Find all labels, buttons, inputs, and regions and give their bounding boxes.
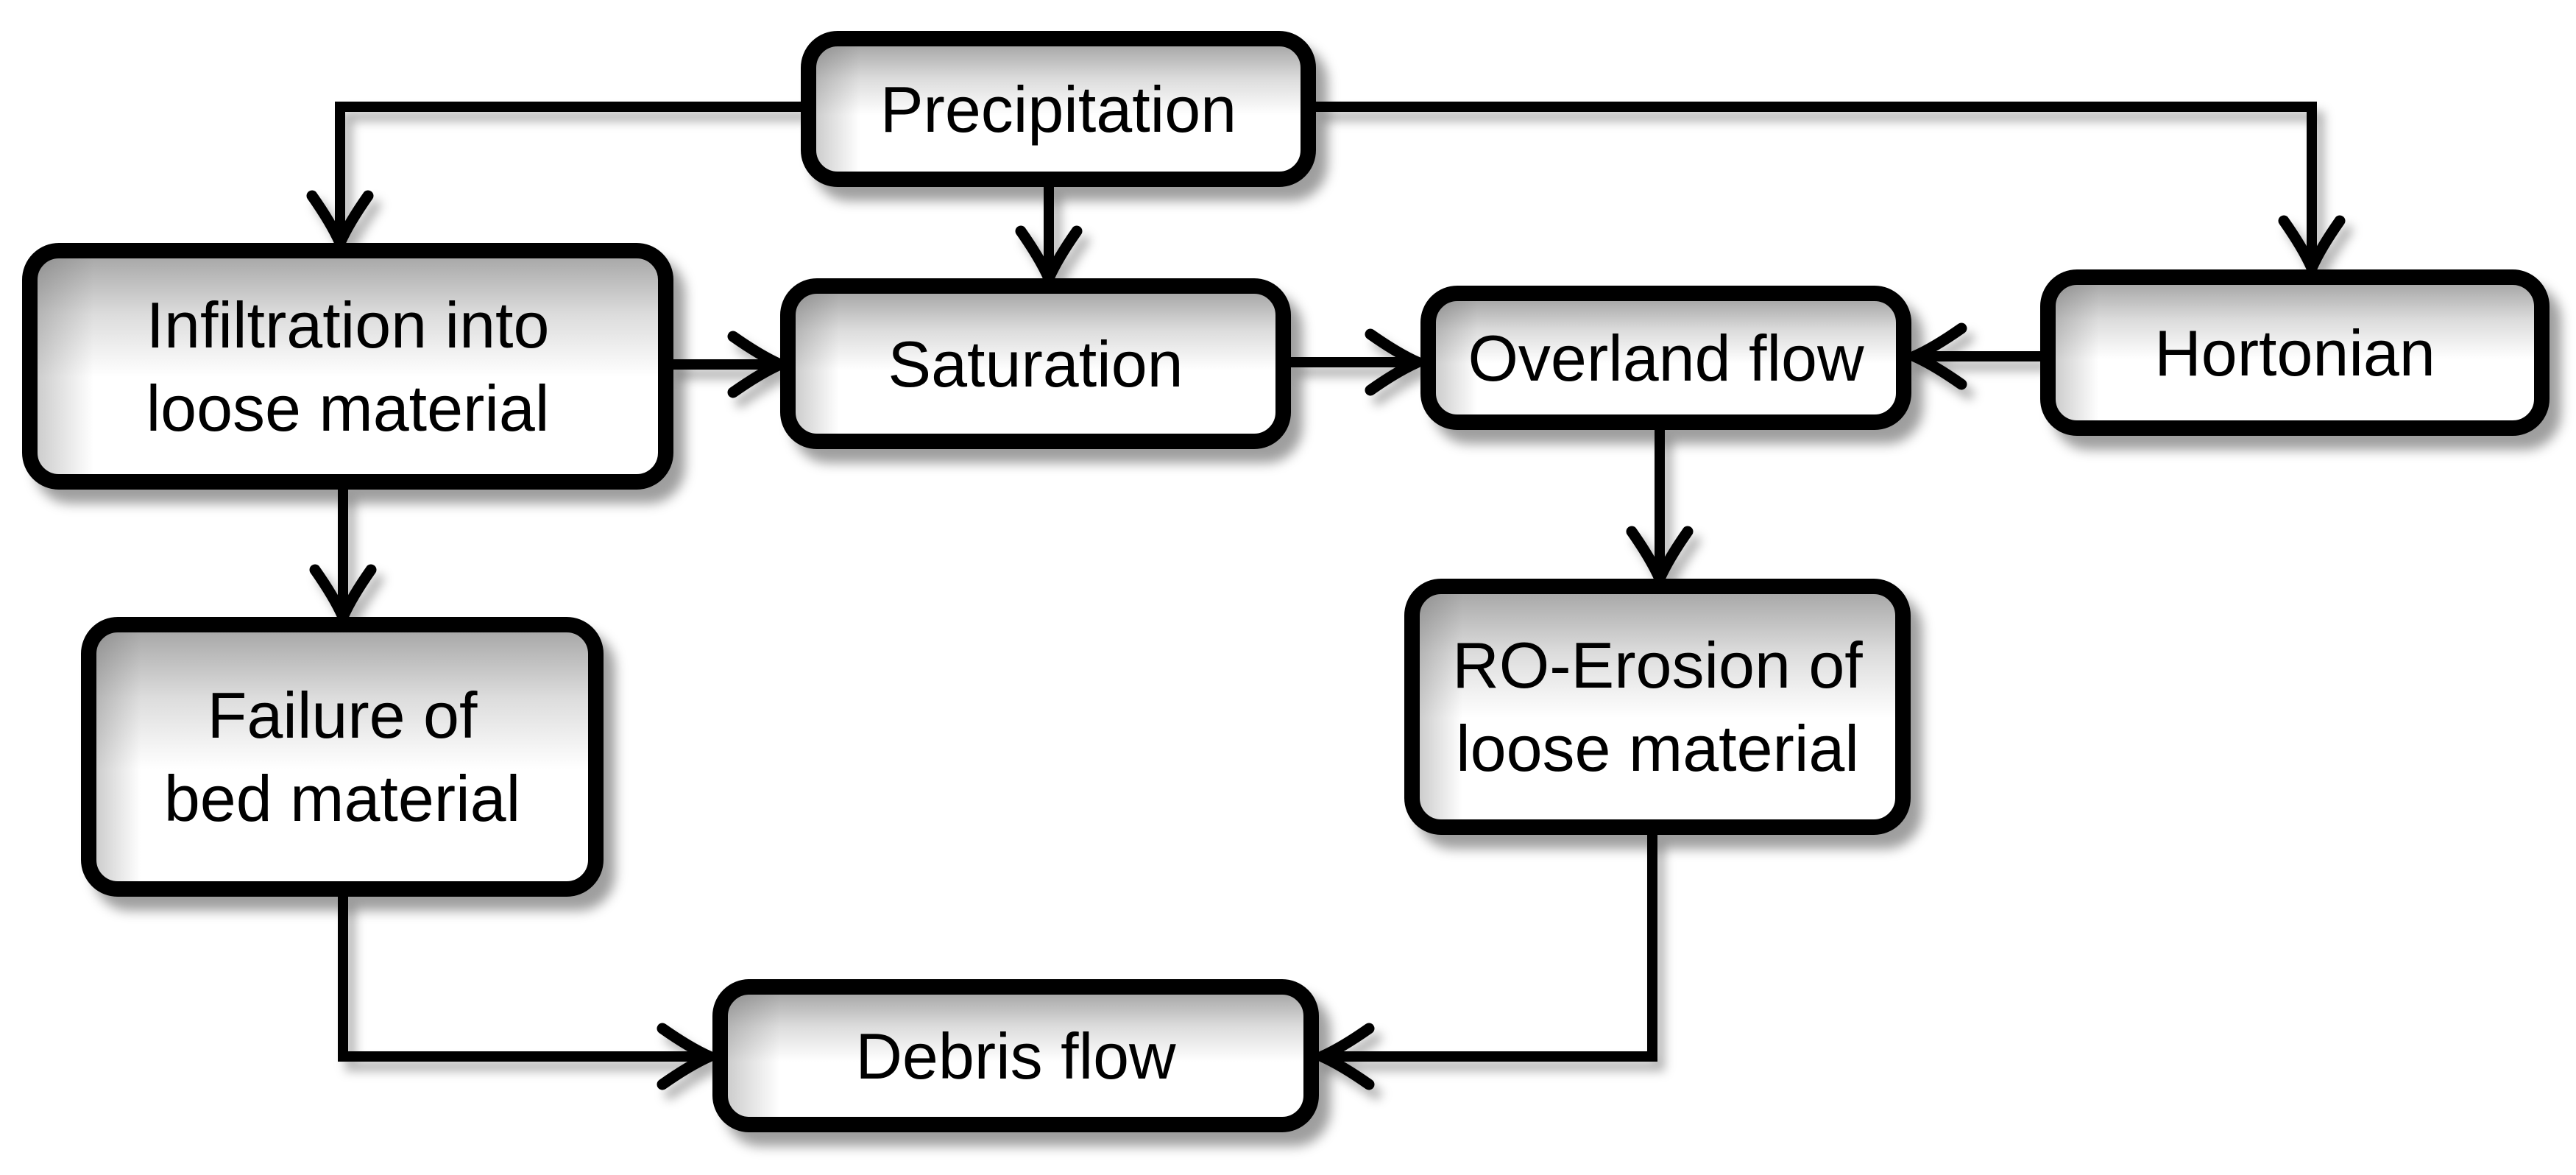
node-overland-flow-label: Overland flow	[1468, 321, 1864, 395]
node-infiltration: Infiltration into loose material	[22, 243, 673, 490]
node-ro-erosion-label: RO-Erosion of loose material	[1452, 629, 1863, 785]
edge-ro-erosion-debris	[1316, 835, 1657, 1090]
edge-precipitation-hortonian-line	[1316, 102, 2317, 262]
edge-precipitation-infiltration	[306, 102, 801, 249]
edge-failure-debris	[338, 897, 715, 1090]
edge-failure-debris-arrowhead-icon	[657, 1023, 715, 1090]
edge-hortonian-overland-arrowhead-icon	[1908, 322, 1967, 390]
node-saturation-label: Saturation	[888, 327, 1183, 401]
node-debris-flow-label: Debris flow	[855, 1019, 1176, 1093]
node-precipitation-label: Precipitation	[880, 72, 1237, 146]
edge-precipitation-hortonian-arrowhead-icon	[2278, 215, 2346, 274]
edge-saturation-overland	[1291, 328, 1423, 396]
node-hortonian: Hortonian	[2040, 269, 2550, 436]
edge-ro-erosion-debris-arrowhead-icon	[1316, 1023, 1375, 1090]
node-failure-of-bed-material-label: Failure of bed material	[163, 679, 521, 835]
node-ro-erosion: RO-Erosion of loose material	[1404, 579, 1911, 835]
edge-failure-debris-line	[338, 897, 704, 1062]
node-hortonian-label: Hortonian	[2154, 316, 2435, 389]
edge-ro-erosion-debris-line	[1328, 835, 1657, 1062]
edge-saturation-overland-arrowhead-icon	[1365, 328, 1423, 396]
node-saturation: Saturation	[780, 278, 1291, 449]
node-overland-flow: Overland flow	[1420, 286, 1911, 430]
edge-precipitation-saturation	[1015, 187, 1083, 284]
edge-hortonian-overland	[1908, 322, 2040, 390]
node-precipitation: Precipitation	[801, 31, 1316, 187]
edge-overland-ro-erosion	[1626, 430, 1694, 585]
edge-precipitation-hortonian	[1316, 102, 2346, 274]
node-debris-flow: Debris flow	[712, 979, 1319, 1132]
edge-precipitation-infiltration-line	[335, 102, 801, 237]
edge-infiltration-saturation	[671, 331, 786, 398]
edge-infiltration-failure	[309, 490, 377, 623]
node-failure-of-bed-material: Failure of bed material	[81, 617, 604, 897]
node-infiltration-label: Infiltration into loose material	[146, 288, 550, 445]
